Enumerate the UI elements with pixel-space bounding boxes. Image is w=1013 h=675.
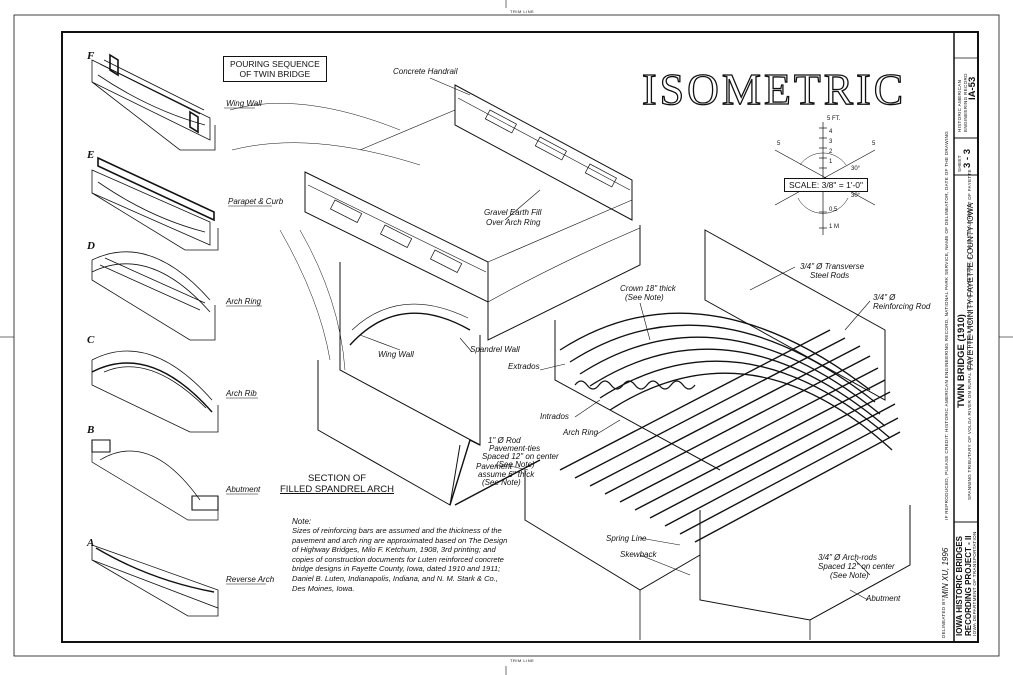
callout-extrados: Extrados xyxy=(508,362,540,371)
section-title-line2: FILLED SPANDREL ARCH xyxy=(280,484,395,495)
reinforcement-drawing xyxy=(454,229,911,640)
stage-label: Arch Rib xyxy=(226,389,257,398)
callout-gravel-fill-2: Over Arch Ring xyxy=(486,218,541,227)
stage-letter: A xyxy=(87,537,95,549)
scale-angle-upper: 30° xyxy=(851,166,861,172)
drawing-title: ISOMETRIC xyxy=(641,64,907,114)
stage-e-drawing xyxy=(91,156,219,251)
scale-side-left: 5 xyxy=(777,141,781,147)
scale-tick: 2 xyxy=(829,149,833,155)
stage-label: Arch Ring xyxy=(226,297,262,306)
tb-program-small: IOWA DEPARTMENT OF TRANSPORTATION xyxy=(972,531,977,636)
callout-abutment: Abutment xyxy=(866,594,901,603)
tb-number: IA-53 xyxy=(967,76,978,100)
callout-intrados: Intrados xyxy=(540,412,569,421)
callout-pavement-2: assume 6" thick xyxy=(478,470,535,479)
callout-skewback: Skewback xyxy=(620,550,657,559)
stage-a-drawing xyxy=(91,544,219,617)
stage-label: Wing Wall xyxy=(226,99,262,108)
stage-letter: E xyxy=(87,149,95,161)
trim-label-bottom: TRIM LINE xyxy=(510,658,535,663)
scale-tick-half: 0.5 xyxy=(829,207,838,213)
scale-side-right: 5 xyxy=(872,141,876,147)
tb-haer-1: HISTORIC AMERICAN xyxy=(957,79,962,132)
note-body: Sizes of reinforcing bars are assumed an… xyxy=(292,526,508,593)
section-title: SECTION OF FILLED SPANDREL ARCH xyxy=(280,473,394,495)
stage-f-drawing xyxy=(91,53,216,151)
stage-label: Reverse Arch xyxy=(226,575,275,584)
callout-rod-1: 1" Ø Rod xyxy=(488,436,521,445)
callout-crown-2: (See Note) xyxy=(625,293,664,302)
scale-tick: 3 xyxy=(829,139,833,145)
callout-reinforcing-2: Reinforcing Rod xyxy=(873,302,931,311)
inner-border xyxy=(61,31,979,643)
callout-concrete-handrail: Concrete Handrail xyxy=(393,67,458,76)
scale-tick: 4 xyxy=(829,129,833,135)
pouring-sequence-label: POURING SEQUENCE OF TWIN BRIDGE xyxy=(223,56,327,82)
scale-m: 1 M xyxy=(829,224,840,230)
tb-delineator: MIN XU, 1996 xyxy=(941,547,950,598)
callout-arch-rods-3: (See Note) xyxy=(830,571,869,580)
callout-rod-3: Spaced 12" on center xyxy=(482,452,559,461)
stage-label: Parapet & Curb xyxy=(228,197,284,206)
stage-letter: C xyxy=(87,334,95,346)
callout-pavement-1: Pavement xyxy=(476,462,513,471)
scale-tick: 1 xyxy=(829,159,833,165)
trim-label-top: TRIM LINE xyxy=(510,9,535,14)
pouring-sequence-line2: OF TWIN BRIDGE xyxy=(239,69,311,79)
stage-b-drawing xyxy=(91,439,219,521)
callout-wing-wall: Wing Wall xyxy=(378,350,414,359)
outer-border xyxy=(13,14,1000,657)
stage-c-drawing xyxy=(91,350,219,433)
callout-transverse-1: 3/4" Ø Transverse xyxy=(800,262,865,271)
callout-arch-rods-1: 3/4" Ø Arch-rods xyxy=(818,553,878,562)
tb-sheet: 3 - 3 xyxy=(962,148,973,168)
stage-letter: B xyxy=(87,424,95,436)
stage-d-drawing xyxy=(91,251,216,341)
callout-spring-line: Spring Line xyxy=(606,534,647,543)
pouring-sequence-line1: POURING SEQUENCE xyxy=(230,59,320,69)
stage-letter: F xyxy=(87,50,95,62)
stage-label: Abutment xyxy=(226,485,261,494)
callout-pavement-3: (See Note) xyxy=(482,478,521,487)
tb-county: FAYETTE VICINITY FAYETTE COUNTY IOWA xyxy=(966,202,975,370)
callout-arch-ring: Arch Ring xyxy=(563,428,599,437)
section-title-line1: SECTION OF xyxy=(307,473,367,484)
scale-graphic xyxy=(774,122,876,235)
note-heading: Note: xyxy=(292,517,312,526)
callout-gravel-fill-1: Gravel Earth Fill xyxy=(484,208,542,217)
scale-ft: 5 FT. xyxy=(827,116,841,122)
section-drawing xyxy=(229,84,641,506)
tb-credit: IF REPRODUCED, PLEASE CREDIT: HISTORIC A… xyxy=(944,131,949,520)
stage-letter: D xyxy=(87,240,95,252)
callout-rod-2: Pavement-ties xyxy=(489,444,541,453)
scale-angle-lower: 30° xyxy=(851,193,861,199)
tb-delineated-by: DELINEATED BY: xyxy=(941,596,946,638)
callout-reinforcing-1: 3/4" Ø xyxy=(873,293,896,302)
callout-spandrel-wall: Spandrel Wall xyxy=(470,345,520,354)
scale-label: SCALE: 3/8" = 1'-0" xyxy=(784,178,869,192)
tb-program-1: IOWA HISTORIC BRIDGES xyxy=(955,535,964,636)
callout-arch-rods-2: Spaced 12" on center xyxy=(818,562,895,571)
callout-transverse-2: Steel Rods xyxy=(810,271,850,280)
callout-crown-1: Crown 18" thick xyxy=(620,284,676,293)
callout-rod-4: (See Note) xyxy=(496,460,535,469)
